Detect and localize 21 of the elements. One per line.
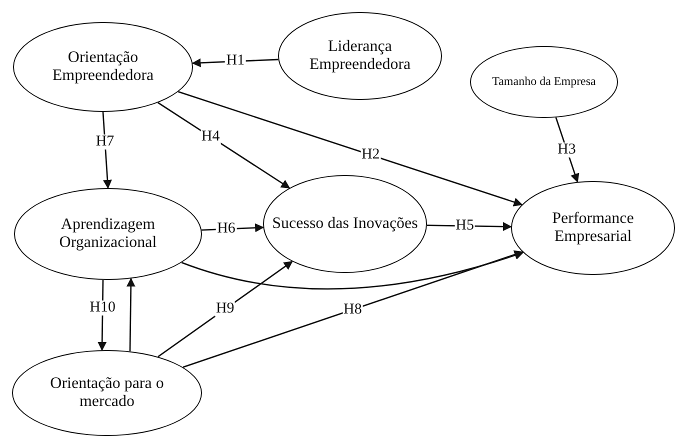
edge-label: H10: [88, 300, 117, 316]
node-label: Orientação Empreendedora: [51, 48, 155, 86]
node-label: Tamanho da Empresa: [491, 75, 597, 89]
arrow: [178, 91, 523, 206]
node-label: Orientação para o mercado: [49, 374, 165, 412]
arrow: [126, 278, 136, 352]
arrow: [202, 223, 264, 232]
arrow: [158, 102, 290, 189]
edge-label: H4: [200, 129, 221, 144]
arrow: [182, 250, 524, 368]
node-label: Sucesso das Inovações: [271, 214, 419, 234]
edge-label: H9: [214, 302, 236, 317]
arrow: [426, 222, 512, 232]
arrow: [192, 58, 278, 68]
arrow: [158, 260, 293, 358]
node-label: Liderança Empreendedora: [308, 38, 412, 74]
edge-label: H7: [94, 134, 116, 150]
edge-label: H3: [556, 142, 577, 158]
arrow: [181, 250, 524, 290]
node-label: Aprendizagem Organizacional: [58, 216, 158, 252]
node-label: Performance Empresarial: [551, 210, 635, 246]
